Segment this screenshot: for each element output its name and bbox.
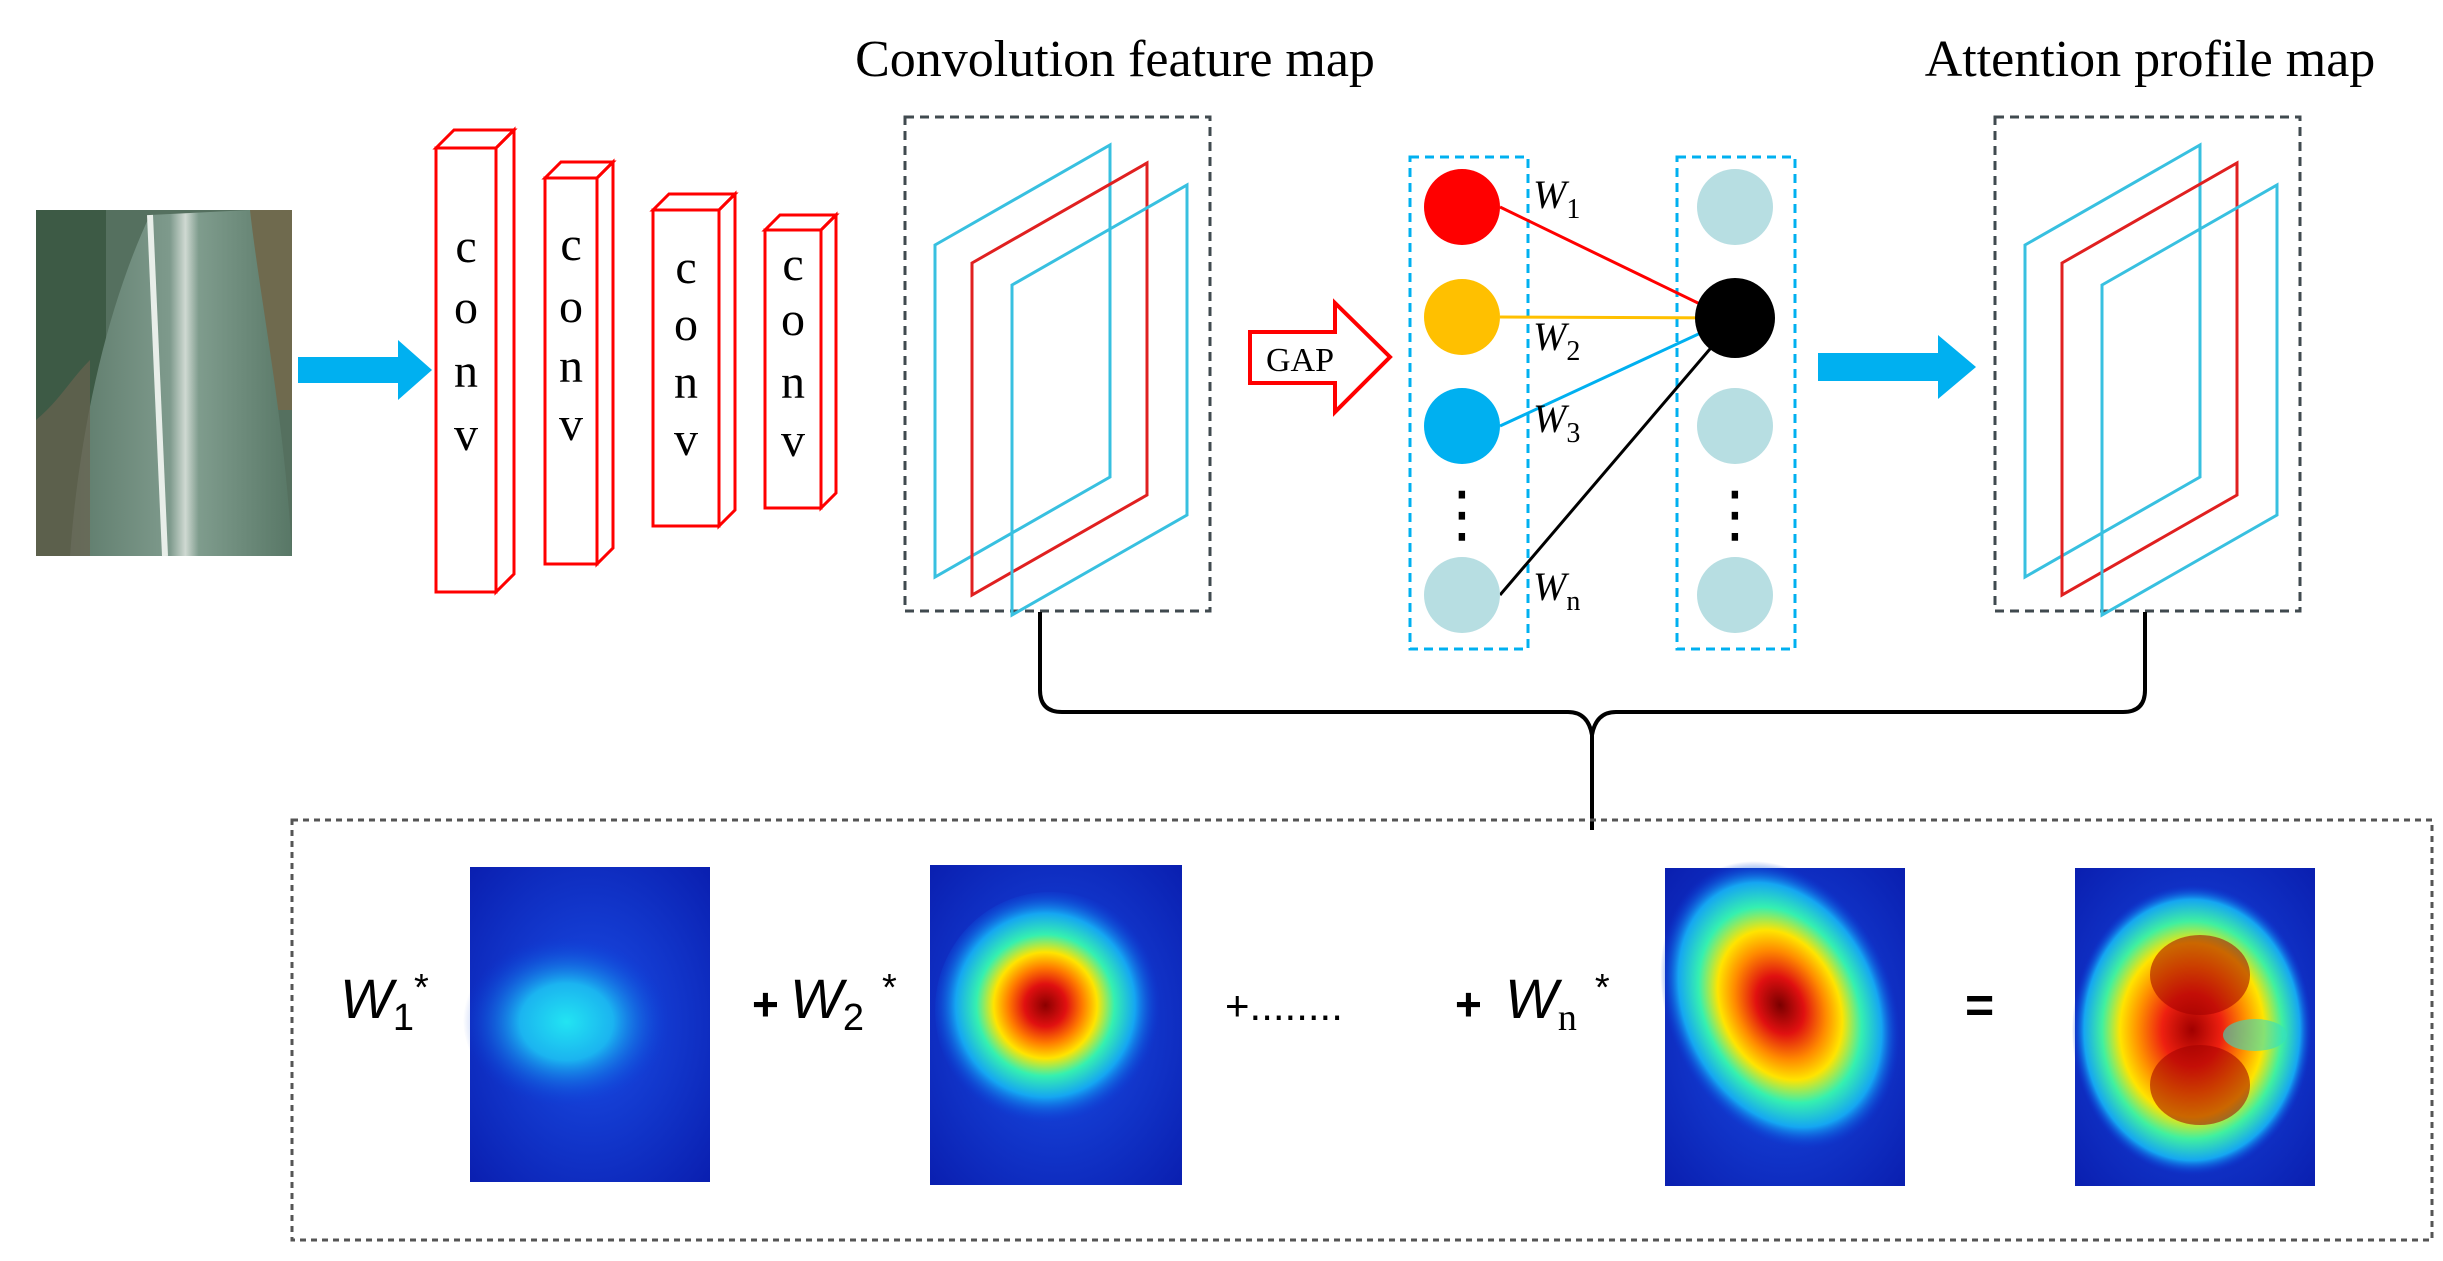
- heatmap-2: [930, 865, 1182, 1185]
- equation-plus-1: +: [752, 978, 779, 1030]
- attention-profile-map-box: [1993, 115, 2302, 618]
- conv-letter: c: [782, 238, 803, 291]
- equation-equals: =: [1965, 977, 1994, 1033]
- output-node-3: [1697, 388, 1773, 464]
- heatmap-3: [1660, 861, 1905, 1186]
- right-ellipsis: ⋮: [1704, 480, 1766, 549]
- equation-plus-dots: +........: [1225, 982, 1343, 1029]
- heatmap-1: [463, 867, 710, 1182]
- attention-profile-map-title: Attention profile map: [1925, 31, 2376, 88]
- node-yellow: [1424, 279, 1500, 355]
- conv-letter: n: [674, 356, 698, 409]
- conv-letter: n: [559, 340, 583, 393]
- heatmap-result: [2072, 868, 2315, 1186]
- connection-w1: [1499, 205, 1734, 322]
- conv-letter: v: [454, 408, 478, 461]
- node-blue: [1424, 388, 1500, 464]
- input-leaf-image: [36, 210, 292, 557]
- brace-connector: [1038, 612, 2147, 830]
- equation-term-w2: W2*: [790, 967, 897, 1039]
- gap-arrow-icon: GAP: [1248, 298, 1393, 417]
- left-ellipsis: ⋮: [1431, 480, 1493, 549]
- equation-panel: [290, 818, 2434, 1242]
- node-light: [1424, 557, 1500, 633]
- input-arrow-icon: [298, 340, 432, 400]
- gap-label: GAP: [1266, 342, 1334, 379]
- equation-plus-3: +: [1455, 978, 1482, 1030]
- conv-letter: o: [781, 293, 805, 346]
- equation-term-wn: Wn*: [1505, 967, 1610, 1039]
- weight-label-w3: W3: [1533, 396, 1580, 449]
- conv-letter: v: [674, 413, 698, 466]
- conv-feature-map-title: Convolution feature map: [855, 31, 1375, 88]
- weight-label-w2: W2: [1533, 314, 1580, 367]
- conv-letter: n: [781, 356, 805, 409]
- connection-wn: [1498, 321, 1735, 596]
- equation-term-w1: W1*: [340, 967, 429, 1039]
- output-node-active: [1695, 278, 1775, 358]
- conv-letter: c: [675, 241, 696, 294]
- fc-layer: ⋮ ⋮ W1 W2 W3 Wn: [1408, 155, 1797, 651]
- output-node-n: [1697, 557, 1773, 633]
- conv-letter: n: [454, 345, 478, 398]
- weight-label-wn: Wn: [1533, 564, 1580, 617]
- connection-w3: [1499, 316, 1734, 428]
- output-node-1: [1697, 169, 1773, 245]
- conv-letter: c: [560, 218, 581, 271]
- conv-letter: o: [559, 280, 583, 333]
- connection-w2: [1499, 315, 1734, 320]
- conv-letter: v: [781, 414, 805, 467]
- conv-letter: v: [559, 398, 583, 451]
- output-arrow-icon: [1818, 335, 1976, 399]
- node-red: [1424, 169, 1500, 245]
- weight-label-w1: W1: [1533, 172, 1580, 225]
- conv-letter: o: [674, 298, 698, 351]
- conv-letter: c: [455, 220, 476, 273]
- conv-letter: o: [454, 281, 478, 334]
- conv-feature-map-box: [903, 115, 1212, 618]
